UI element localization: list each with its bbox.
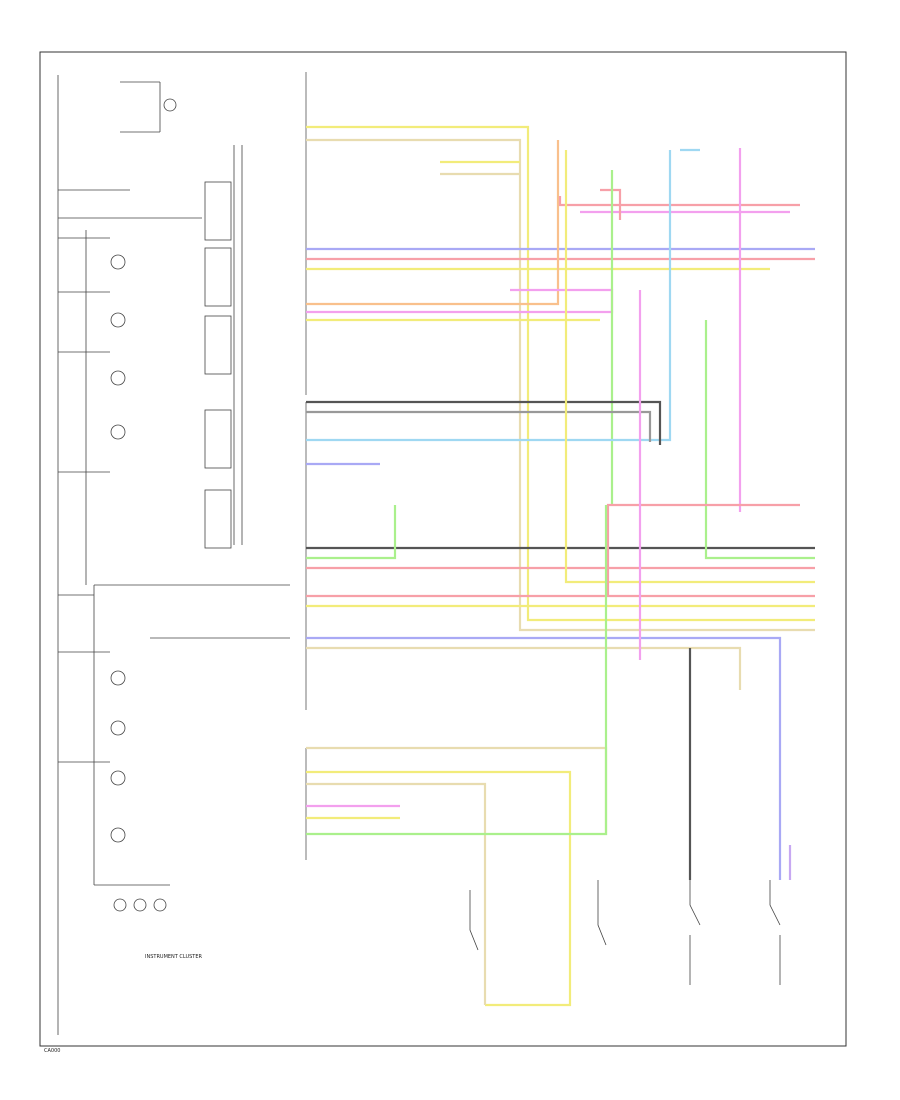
corner-label: CA000 <box>44 1048 60 1054</box>
wire-black-1 <box>306 400 662 445</box>
wire-tan-3 <box>306 646 742 690</box>
wire-tan-4 <box>306 746 608 835</box>
wire-red-3 <box>600 188 622 220</box>
wire-blue-3 <box>306 636 782 880</box>
cluster-internal-wiring <box>57 75 290 1035</box>
diagram-caption: INSTRUMENT CLUSTER <box>145 954 203 960</box>
wire-gray-1 <box>306 410 652 442</box>
wire-orange-1 <box>306 140 560 306</box>
wire-red-6 <box>606 503 800 596</box>
ground-switches <box>469 880 781 985</box>
wire-yellow-7 <box>306 770 572 1007</box>
gauge-modules <box>204 181 232 549</box>
wire-green-3 <box>704 320 815 560</box>
wire-green-2 <box>306 505 397 560</box>
wire-red-2 <box>558 196 800 207</box>
wire-tan-5 <box>306 782 487 1005</box>
wire-tan-1 <box>306 138 815 632</box>
indicator-lamps <box>110 98 177 912</box>
wire-green-4 <box>306 505 608 836</box>
wire-yellow-5 <box>564 150 815 584</box>
harness-wires <box>306 125 815 1007</box>
wire-yellow-1 <box>306 125 815 622</box>
diagram-frame <box>39 51 847 1047</box>
wire-lightblue-1 <box>306 150 672 442</box>
